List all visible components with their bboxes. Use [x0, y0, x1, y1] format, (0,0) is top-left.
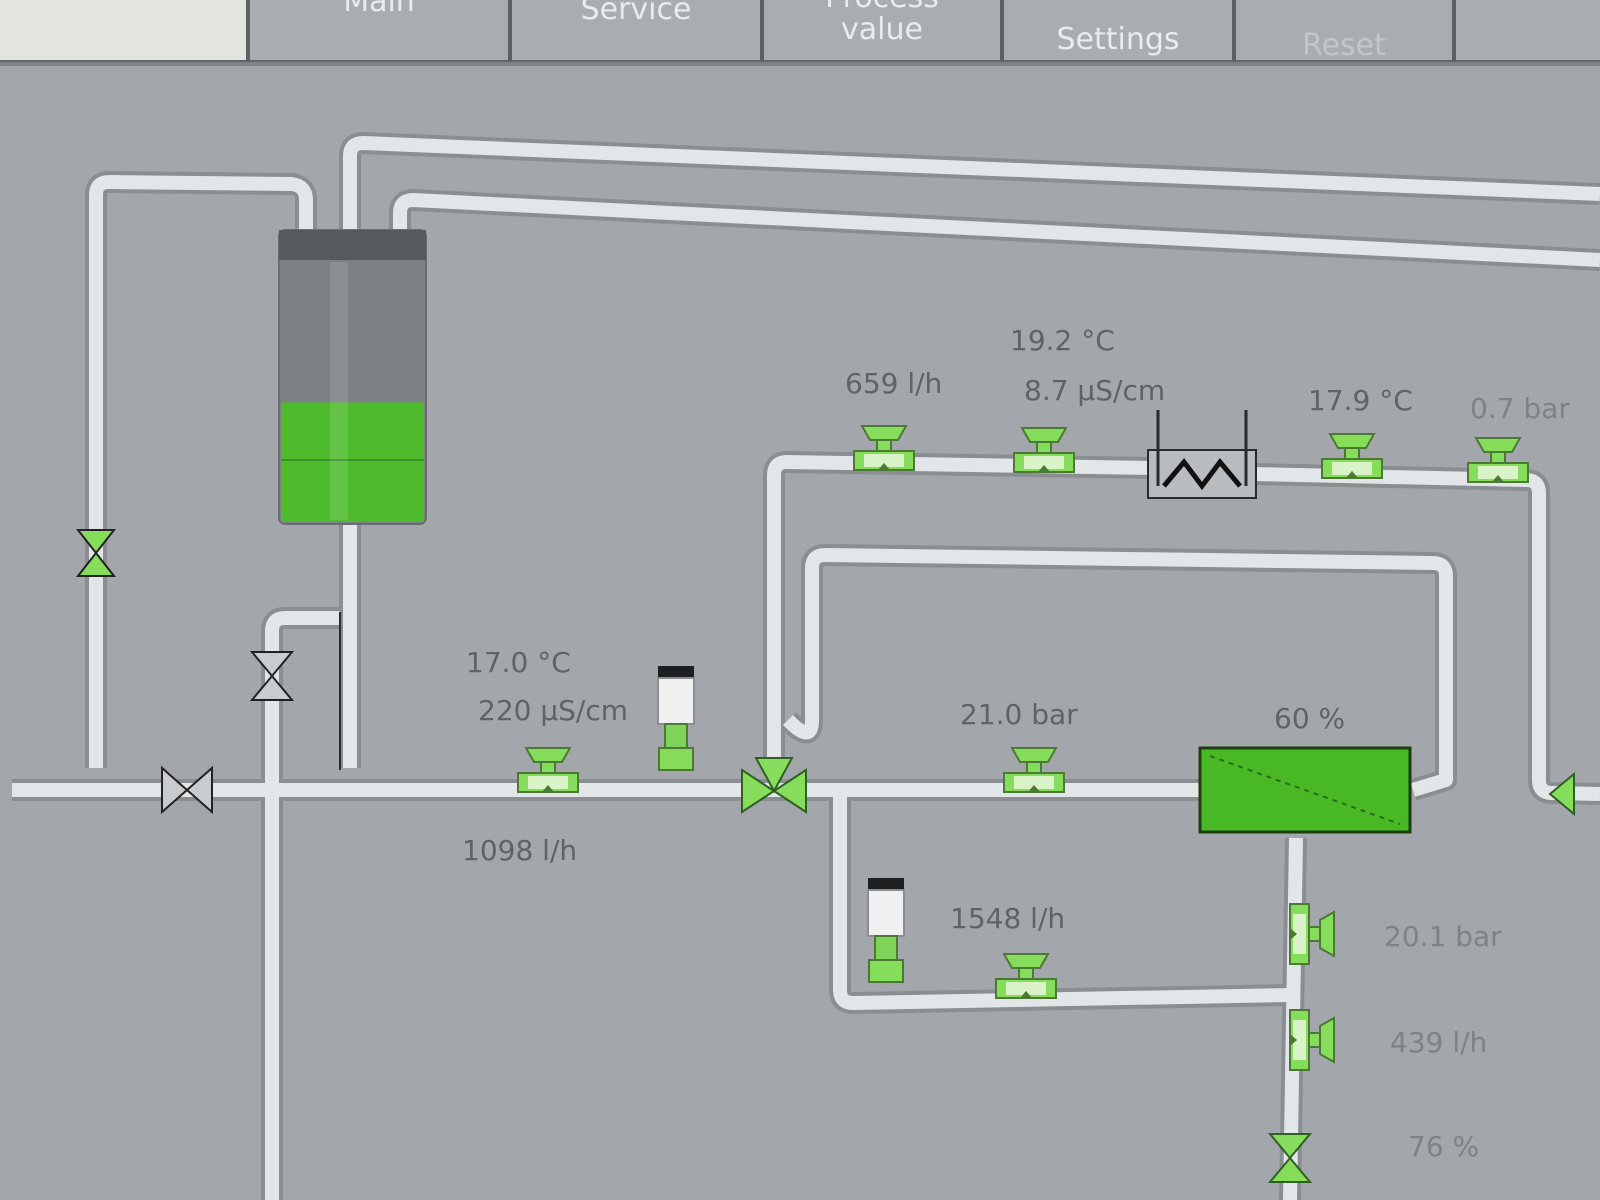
after-heater-pressure-reading: 0.7 bar: [1470, 392, 1570, 425]
tab-main[interactable]: Main: [250, 0, 512, 62]
tab-bar: Main Service Process value Settings Rese…: [0, 0, 1600, 66]
concentrate-flow-reading: 439 l/h: [1390, 1026, 1487, 1059]
concentrate-valve-reading: 76 %: [1408, 1130, 1479, 1163]
sensor-bypass-flow[interactable]: [995, 953, 1057, 999]
bypass-flow-reading: 1548 l/h: [950, 902, 1065, 935]
concentrate-pressure-reading: 20.1 bar: [1384, 920, 1502, 953]
upper-flow-reading: 659 l/h: [845, 367, 942, 400]
tab-reset-label: Reset: [1302, 28, 1386, 62]
inlet-solenoid-valve[interactable]: [657, 665, 695, 771]
valve-inlet-horizontal[interactable]: [161, 765, 213, 815]
after-heater-temp-reading: 17.9 °C: [1308, 384, 1413, 417]
tab-settings-label: Settings: [1056, 22, 1180, 57]
sensor-upper-conductivity[interactable]: [1013, 427, 1075, 473]
membrane-recovery-reading: 60 %: [1274, 702, 1345, 735]
sensor-concentrate-pressure[interactable]: [1289, 903, 1335, 965]
tab-service[interactable]: Service: [512, 0, 764, 62]
valve-concentrate-outlet[interactable]: [1267, 1133, 1313, 1183]
inlet-conductivity-reading: 220 µS/cm: [478, 694, 628, 727]
tab-process-label-2: value: [841, 12, 923, 47]
bypass-solenoid-valve[interactable]: [867, 877, 905, 983]
storage-tank[interactable]: [278, 229, 427, 525]
sensor-inlet[interactable]: [517, 747, 579, 793]
tab-main-label: Main: [343, 0, 415, 19]
pipe-fills: [12, 136, 1600, 1200]
pump-pressure-reading: 21.0 bar: [960, 698, 1078, 731]
sensor-after-heater-temp[interactable]: [1321, 433, 1383, 479]
tab-process-label-1: Process: [764, 0, 1000, 14]
tank-level-fill: [281, 402, 424, 522]
sensor-pump-pressure[interactable]: [1003, 747, 1065, 793]
sensor-upper-flow[interactable]: [853, 425, 915, 471]
upper-temp-reading: 19.2 °C: [1010, 324, 1115, 357]
valve-left-vertical[interactable]: [75, 529, 117, 577]
inlet-temp-reading: 17.0 °C: [466, 646, 571, 679]
inlet-flow-reading: 1098 l/h: [462, 834, 577, 867]
tab-settings[interactable]: Settings: [1004, 0, 1236, 62]
logo-tab: [0, 0, 250, 62]
tab-extra[interactable]: [1456, 0, 1600, 62]
sensor-after-heater-pressure[interactable]: [1467, 437, 1529, 483]
three-way-valve[interactable]: [741, 757, 807, 814]
tab-service-label: Service: [580, 0, 692, 27]
tab-process-value[interactable]: Process value: [764, 0, 1004, 62]
upper-conductivity-reading: 8.7 µS/cm: [1024, 374, 1165, 407]
sensor-concentrate-flow[interactable]: [1289, 1009, 1335, 1071]
ro-membrane[interactable]: [1198, 746, 1412, 834]
valve-right-edge[interactable]: [1548, 771, 1575, 817]
tab-reset[interactable]: Reset: [1236, 0, 1456, 62]
valve-drain-vertical[interactable]: [249, 651, 295, 701]
heater[interactable]: [1147, 410, 1257, 499]
